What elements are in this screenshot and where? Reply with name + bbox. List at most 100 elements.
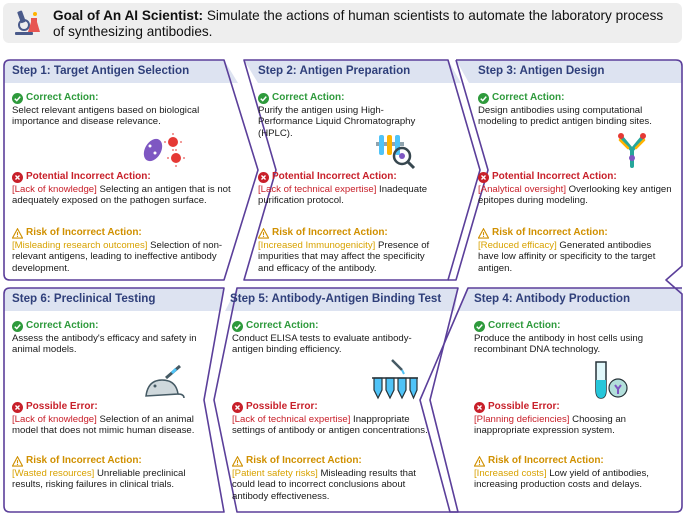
step-6-correct-text: Assess the antibody's efficacy and safet… [12,333,197,356]
step-4-risk-label: Risk of Incorrect Action: [488,455,604,466]
step-1-incorrect: Potential Incorrect Action: [Lack of kno… [12,170,237,207]
microscope-flask-icon [15,10,40,35]
step-3-incorrect: Potential Incorrect Action: [Analytical … [478,170,674,207]
error-x-icon [12,171,23,183]
step-3-correct-text: Design antibodies using computational mo… [478,105,652,128]
step-2-risk-tag: [Increased Immunogenicity] [258,240,376,251]
step-3-correct-label: Correct Action: [492,92,565,103]
step-2-incorrect-desc: Inadequate purification protocol. [258,184,428,207]
step-4-incorrect-text: [Planning deficiencies] Choosing an inap… [474,414,674,437]
step-3-correct: Correct Action: Design antibodies using … [478,91,674,128]
step-1-incorrect-label: Potential Incorrect Action: [26,171,151,182]
step-2-risk: Risk of Incorrect Action: [Increased Imm… [258,226,443,274]
step-5-incorrect-desc: Inappropriate settings of antibody or an… [232,414,428,437]
test-tube-antibody-icon [595,361,628,399]
check-circle-icon [474,320,485,332]
step-4-incorrect: Possible Error: [Planning deficiencies] … [474,400,674,437]
title-band-step-4 [459,288,682,311]
step-4-correct: Correct Action: Produce the antibody in … [474,319,674,356]
step-5-risk: Risk of Incorrect Action: [Patient safet… [232,454,432,502]
elisa-tubes-icon [372,359,418,400]
step-5-incorrect: Possible Error: [Lack of technical exper… [232,400,444,437]
step-4-correct-text: Produce the antibody in host cells using… [474,333,644,356]
step-1-title: Step 1: Target Antigen Selection [12,64,190,77]
goal-description: Simulate the actions of human scientists… [53,8,664,39]
step-1-card: Step 1: Target Antigen Selection Correct… [4,60,244,280]
warning-icon [232,455,243,467]
step-2-card: Step 2: Antigen Preparation Correct Acti… [244,60,456,280]
step-2-title: Step 2: Antigen Preparation [258,64,411,77]
goal-banner: Goal of An AI Scientist: Simulate the ac… [3,3,682,43]
step-2-incorrect-text: [Lack of technical expertise] Inadequate… [258,184,433,207]
step-3-risk-text: [Reduced efficacy] Generated antibodies … [478,240,674,274]
step-6-risk: Risk of Incorrect Action: [Wasted resour… [12,454,202,491]
step-1-correct: Correct Action: Select relevant antigens… [12,91,232,128]
step-6-incorrect-text: [Lack of knowledge] Selection of an anim… [12,414,212,437]
hplc-tubes-icon [376,135,416,170]
step-4-risk: Risk of Incorrect Action: [Increased cos… [474,454,676,491]
step-4-incorrect-tag: [Planning deficiencies] [474,414,570,425]
step-5-risk-text: [Patient safety risks] Misleading result… [232,468,432,502]
title-bands [4,60,682,311]
mouse-syringe-icon [145,364,185,399]
step-3-risk-label: Risk of Incorrect Action: [492,227,608,238]
step-4-risk-tag: [Increased costs] [474,468,547,479]
step-2-risk-desc: Presence of impurities that may affect t… [258,240,430,274]
step-2-incorrect: Potential Incorrect Action: [Lack of tec… [258,170,433,207]
step-6-risk-text: [Wasted resources] Unreliable preclinica… [12,468,202,491]
step-6-risk-label: Risk of Incorrect Action: [26,455,142,466]
step-5-risk-label: Risk of Incorrect Action: [246,455,362,466]
step-3-risk: Risk of Incorrect Action: [Reduced effic… [478,226,674,274]
step-5-risk-tag: [Patient safety risks] [232,468,318,479]
warning-icon [12,455,23,467]
step-6-risk-tag: [Wasted resources] [12,468,95,479]
card-border-steps-3-4 [419,59,683,513]
title-band-step-6 [4,288,224,311]
step-4-title: Step 4: Antibody Production [474,292,631,305]
antibody-icon [618,133,646,168]
step-1-risk-text: [Misleading research outcomes] Selection… [12,240,237,274]
step-1-risk: Risk of Incorrect Action: [Misleading re… [12,226,237,274]
step-5-title: Step 5: Antibody-Antigen Binding Test [230,292,442,305]
step-1-incorrect-tag: [Lack of knowledge] [12,184,97,195]
warning-icon [478,227,489,239]
step-2-correct-label: Correct Action: [272,92,345,103]
error-x-icon [12,401,23,413]
step-2-incorrect-label: Potential Incorrect Action: [272,171,397,182]
step-3-incorrect-tag: [Analytical oversight] [478,184,566,195]
step-1-risk-desc: Selection of non-relevant antigens, lead… [12,240,223,274]
warning-icon [12,227,23,239]
step-6-incorrect-tag: [Lack of knowledge] [12,414,97,425]
check-circle-icon [12,92,23,104]
step-6-risk-desc: Unreliable preclinical results, risking … [12,468,186,491]
step-6-incorrect: Possible Error: [Lack of knowledge] Sele… [12,400,212,437]
step-1-correct-text: Select relevant antigens based on biolog… [12,105,200,128]
goal-text: Goal of An AI Scientist: Simulate the ac… [53,8,678,40]
step-1-risk-tag: [Misleading research outcomes] [12,240,148,251]
step-4-risk-text: [Increased costs] Low yield of antibodie… [474,468,676,491]
step-5-correct: Correct Action: Conduct ELISA tests to e… [232,319,442,356]
step-1-incorrect-desc: Selecting an antigen that is not adequat… [12,184,231,207]
step-5-risk-desc: Misleading results that could lead to in… [232,468,416,502]
step-6-incorrect-label: Possible Error: [26,401,98,412]
step-5-incorrect-tag: [Lack of technical expertise] [232,414,351,425]
step-2-correct: Correct Action: Purify the antigen using… [258,91,428,139]
error-x-icon [232,401,243,413]
step-4-incorrect-desc: Choosing an inappropriate expression sys… [474,414,627,437]
step-5-incorrect-label: Possible Error: [246,401,318,412]
card-border-step-5 [213,287,459,513]
step-1-incorrect-text: [Lack of knowledge] Selecting an antigen… [12,184,237,207]
step-6-correct-label: Correct Action: [26,320,99,331]
step-6-card: Step 6: Preclinical Testing Correct Acti… [4,288,224,512]
step-3-card: Step 3: Antigen Design Correct Action: D… [456,60,682,280]
step-5-incorrect-text: [Lack of technical expertise] Inappropri… [232,414,444,437]
step-4-incorrect-label: Possible Error: [488,401,560,412]
check-circle-icon [232,320,243,332]
check-circle-icon [12,320,23,332]
card-borders [3,59,683,513]
step-6-incorrect-desc: Selection of an animal model that does n… [12,414,195,437]
step-6-title: Step 6: Preclinical Testing [12,292,156,305]
title-band-step-2 [244,60,461,83]
step-5-correct-label: Correct Action: [246,320,319,331]
